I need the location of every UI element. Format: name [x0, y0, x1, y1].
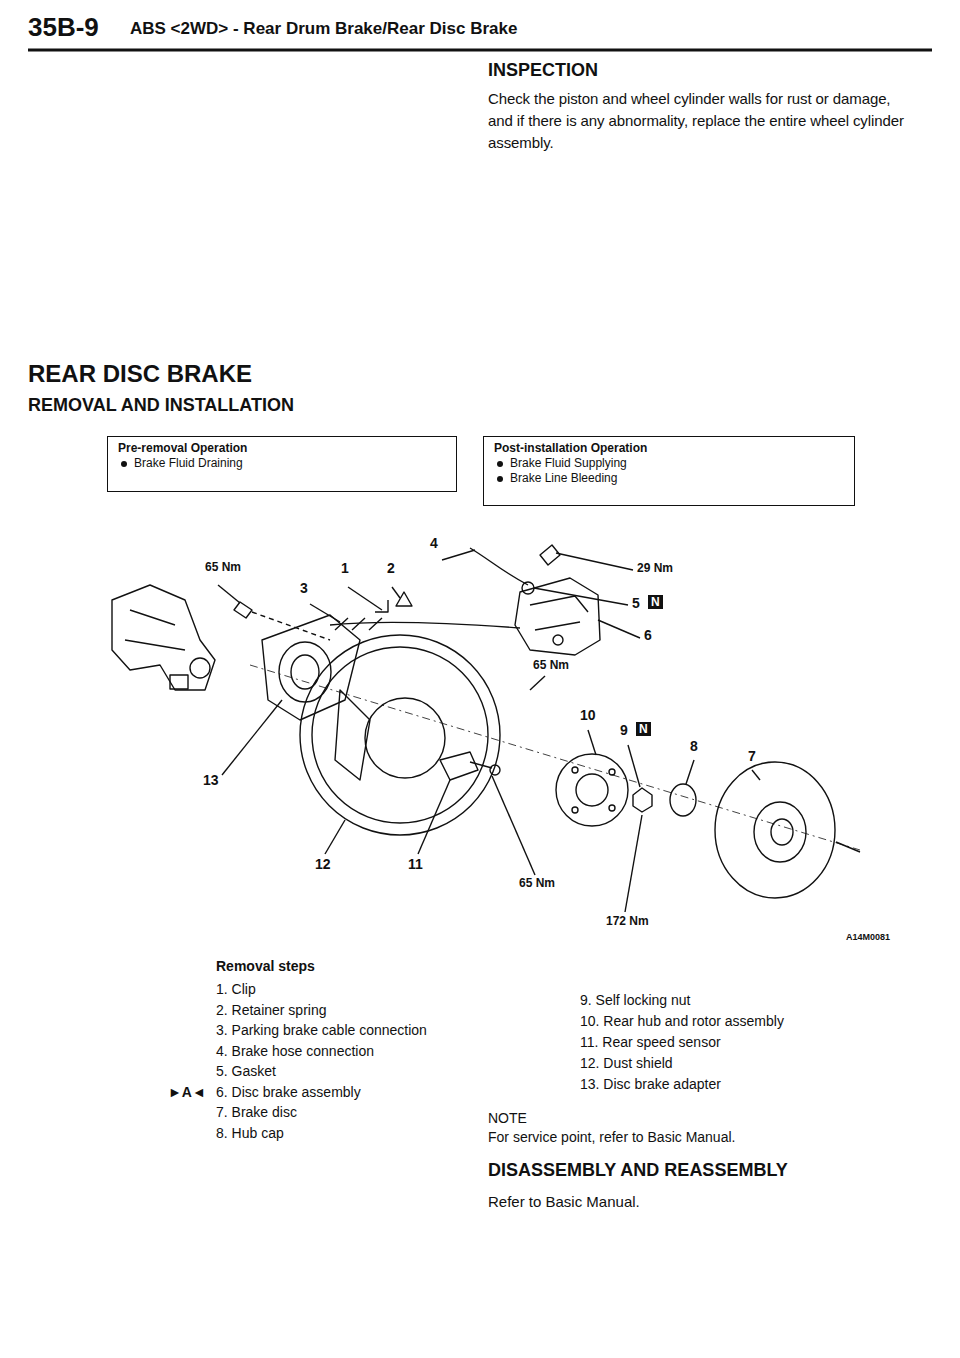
new-part-mark: N — [636, 722, 651, 736]
removal-step: 7. Brake disc — [216, 1104, 297, 1121]
callout-number: 12 — [315, 856, 331, 873]
section-heading: DISASSEMBLY AND REASSEMBLY — [488, 1160, 788, 1182]
callout-number: 11 — [408, 856, 423, 873]
bullet-item: Brake Fluid Draining — [118, 456, 446, 471]
removal-step: 3. Parking brake cable connection — [216, 1022, 427, 1039]
operation-box: Pre-removal OperationBrake Fluid Drainin… — [107, 436, 457, 492]
callout-number: 7 — [748, 748, 756, 765]
removal-step: 5. Gasket — [216, 1063, 276, 1080]
new-part-mark: N — [648, 595, 663, 609]
callout-number: 13 — [203, 772, 219, 789]
removal-step: 13. Disc brake adapter — [580, 1076, 721, 1093]
body-text: Refer to Basic Manual. — [488, 1193, 640, 1211]
note-text: For service point, refer to Basic Manual… — [488, 1129, 735, 1146]
callout-number: 3 — [300, 580, 308, 597]
removal-step: 10. Rear hub and rotor assembly — [580, 1013, 784, 1030]
bullet-dot — [497, 476, 503, 482]
box-heading: Post-installation Operation — [494, 441, 844, 456]
removal-step: 12. Dust shield — [580, 1055, 673, 1072]
torque-value: 65 Nm — [519, 876, 555, 890]
callout-number: 9 — [620, 722, 628, 739]
torque-value: 172 Nm — [606, 914, 649, 928]
page-header: ABS <2WD> - Rear Drum Brake/Rear Disc Br… — [130, 19, 517, 39]
callout-number: 8 — [690, 738, 698, 755]
service-point-mark: ►A◄ — [168, 1084, 206, 1101]
torque-value: 29 Nm — [637, 561, 673, 575]
figure-code: A14M0081 — [846, 932, 890, 943]
section-heading: REMOVAL AND INSTALLATION — [28, 395, 294, 417]
section-title: REAR DISC BRAKE — [28, 360, 252, 389]
page-number: 35B-9 — [28, 12, 99, 43]
bullet-dot — [121, 461, 127, 467]
removal-step: 6. Disc brake assembly — [216, 1084, 361, 1101]
removal-step: 1. Clip — [216, 981, 256, 998]
removal-step: 8. Hub cap — [216, 1125, 284, 1142]
removal-step: 2. Retainer spring — [216, 1002, 327, 1019]
removal-step: 4. Brake hose connection — [216, 1043, 374, 1060]
callout-number: 6 — [644, 627, 652, 644]
operation-box: Post-installation OperationBrake Fluid S… — [483, 436, 855, 506]
section-heading: INSPECTION — [488, 60, 598, 82]
callout-number: 10 — [580, 707, 596, 724]
torque-value: 65 Nm — [205, 560, 241, 574]
note-heading: NOTE — [488, 1110, 527, 1127]
callout-number: 5 — [632, 595, 640, 612]
removal-step: 11. Rear speed sensor — [580, 1034, 721, 1051]
bullet-item: Brake Fluid Supplying — [494, 456, 844, 471]
bullet-item: Brake Line Bleeding — [494, 471, 844, 486]
paragraph: Check the piston and wheel cylinder wall… — [488, 88, 908, 153]
list-heading: Removal steps — [216, 958, 315, 975]
removal-step: 9. Self locking nut — [580, 992, 691, 1009]
box-heading: Pre-removal Operation — [118, 441, 446, 456]
callout-number: 1 — [341, 560, 349, 577]
bullet-dot — [497, 461, 503, 467]
callout-number: 4 — [430, 535, 438, 552]
callout-number: 2 — [387, 560, 395, 577]
torque-value: 65 Nm — [533, 658, 569, 672]
